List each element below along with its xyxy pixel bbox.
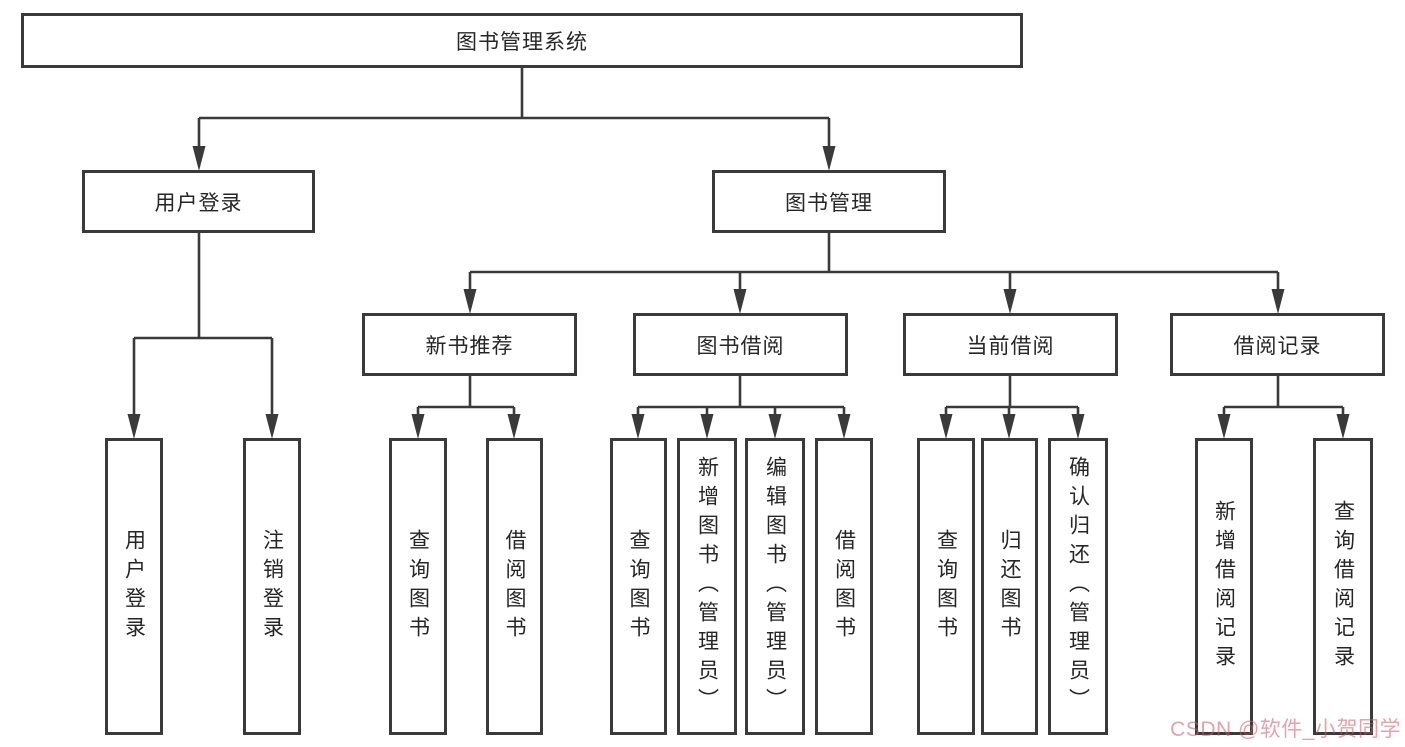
node-label: 图书管理系统 xyxy=(456,30,588,54)
node-label: 编辑图书（管理员） xyxy=(763,456,787,717)
leaf-query-book-2: 查询图书 xyxy=(610,438,667,735)
leaf-query-borrow-record: 查询借阅记录 xyxy=(1313,438,1373,735)
node-root-system: 图书管理系统 xyxy=(21,13,1023,68)
leaf-query-book-1: 查询图书 xyxy=(389,438,447,735)
node-label: 查询借阅记录 xyxy=(1331,499,1355,674)
leaf-query-book-3: 查询图书 xyxy=(917,438,975,735)
node-label: 用户登录 xyxy=(122,528,146,645)
leaf-edit-book-admin: 编辑图书（管理员） xyxy=(745,438,805,735)
node-label: 查询图书 xyxy=(627,528,650,645)
leaf-add-book-admin: 新增图书（管理员） xyxy=(677,438,737,735)
leaf-logout: 注销登录 xyxy=(243,438,301,735)
node-label: 借阅图书 xyxy=(832,528,856,645)
node-label: 查询图书 xyxy=(934,528,958,645)
node-book-borrow: 图书借阅 xyxy=(633,313,848,376)
node-label: 借阅图书 xyxy=(503,528,526,645)
node-label: 用户登录 xyxy=(154,191,243,215)
node-label: 查询图书 xyxy=(406,528,430,645)
node-label: 当前借阅 xyxy=(966,334,1055,358)
leaf-add-borrow-record: 新增借阅记录 xyxy=(1195,438,1253,735)
leaf-borrow-book-2: 借阅图书 xyxy=(815,438,873,735)
node-label: 归还图书 xyxy=(998,528,1021,645)
node-label: 注销登录 xyxy=(260,528,284,645)
node-user-login: 用户登录 xyxy=(82,170,315,233)
node-label: 图书管理 xyxy=(785,191,873,215)
leaf-confirm-return-admin: 确认归还（管理员） xyxy=(1048,438,1108,735)
leaf-borrow-book-1: 借阅图书 xyxy=(486,438,543,735)
node-label: 图书借阅 xyxy=(696,334,785,358)
leaf-user-login: 用户登录 xyxy=(105,438,163,735)
node-label: 确认归还（管理员） xyxy=(1066,456,1090,717)
node-label: 新书推荐 xyxy=(425,334,514,358)
node-new-book-recommend: 新书推荐 xyxy=(362,313,577,376)
node-label: 借阅记录 xyxy=(1233,334,1322,358)
leaf-return-book: 归还图书 xyxy=(981,438,1038,735)
node-borrow-records: 借阅记录 xyxy=(1170,313,1385,376)
node-label: 新增图书（管理员） xyxy=(695,456,719,717)
node-label: 新增借阅记录 xyxy=(1212,499,1236,674)
node-current-borrow: 当前借阅 xyxy=(903,313,1118,376)
node-book-management: 图书管理 xyxy=(712,170,946,233)
